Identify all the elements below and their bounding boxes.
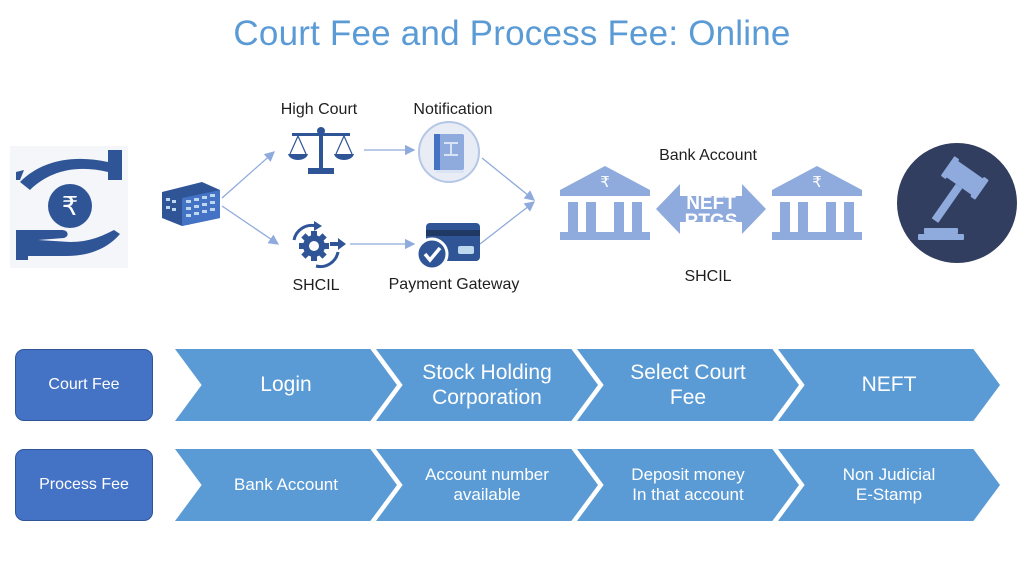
rtgs-text: RTGS [685,211,738,232]
rupee-symbol: ₹ [62,192,79,222]
page-title: Court Fee and Process Fee: Online [233,14,791,53]
process-fee-label: Process Fee [15,449,153,521]
notification-book-icon [418,121,480,183]
neft-rtgs-arrow-icon: NEFT RTGS [656,184,766,234]
high-court-label: High Court [280,101,358,118]
bank-account-label: Bank Account [659,147,757,164]
step-deposit-money: Deposit money In that account [577,449,799,521]
gavel-icon [897,143,1017,263]
step-select-court-fee: Select Court Fee [577,349,799,421]
bank-icon: ₹ [772,166,862,240]
rupee-hands-icon: ₹ [10,146,128,268]
neft-text: NEFT [686,193,736,214]
shcil-label: SHCIL [292,277,340,294]
step-neft: NEFT [778,349,1000,421]
bank-icon: ₹ [560,166,650,240]
step-login: Login [175,349,397,421]
scales-icon [288,127,354,174]
court-fee-label: Court Fee [15,349,153,421]
shcil-bank-label: SHCIL [684,268,732,285]
gear-arrows-icon [292,221,346,268]
step-account-number: Account number available [376,449,598,521]
step-e-stamp: Non Judicial E-Stamp [778,449,1000,521]
rupee-symbol: ₹ [600,173,610,191]
step-stock-holding: Stock Holding Corporation [376,349,598,421]
building-icon [162,182,220,226]
step-bank-account: Bank Account [175,449,397,521]
notification-label: Notification [413,101,493,118]
payment-card-icon [415,223,480,271]
payment-gateway-label: Payment Gateway [388,276,520,293]
rupee-symbol: ₹ [812,173,822,191]
